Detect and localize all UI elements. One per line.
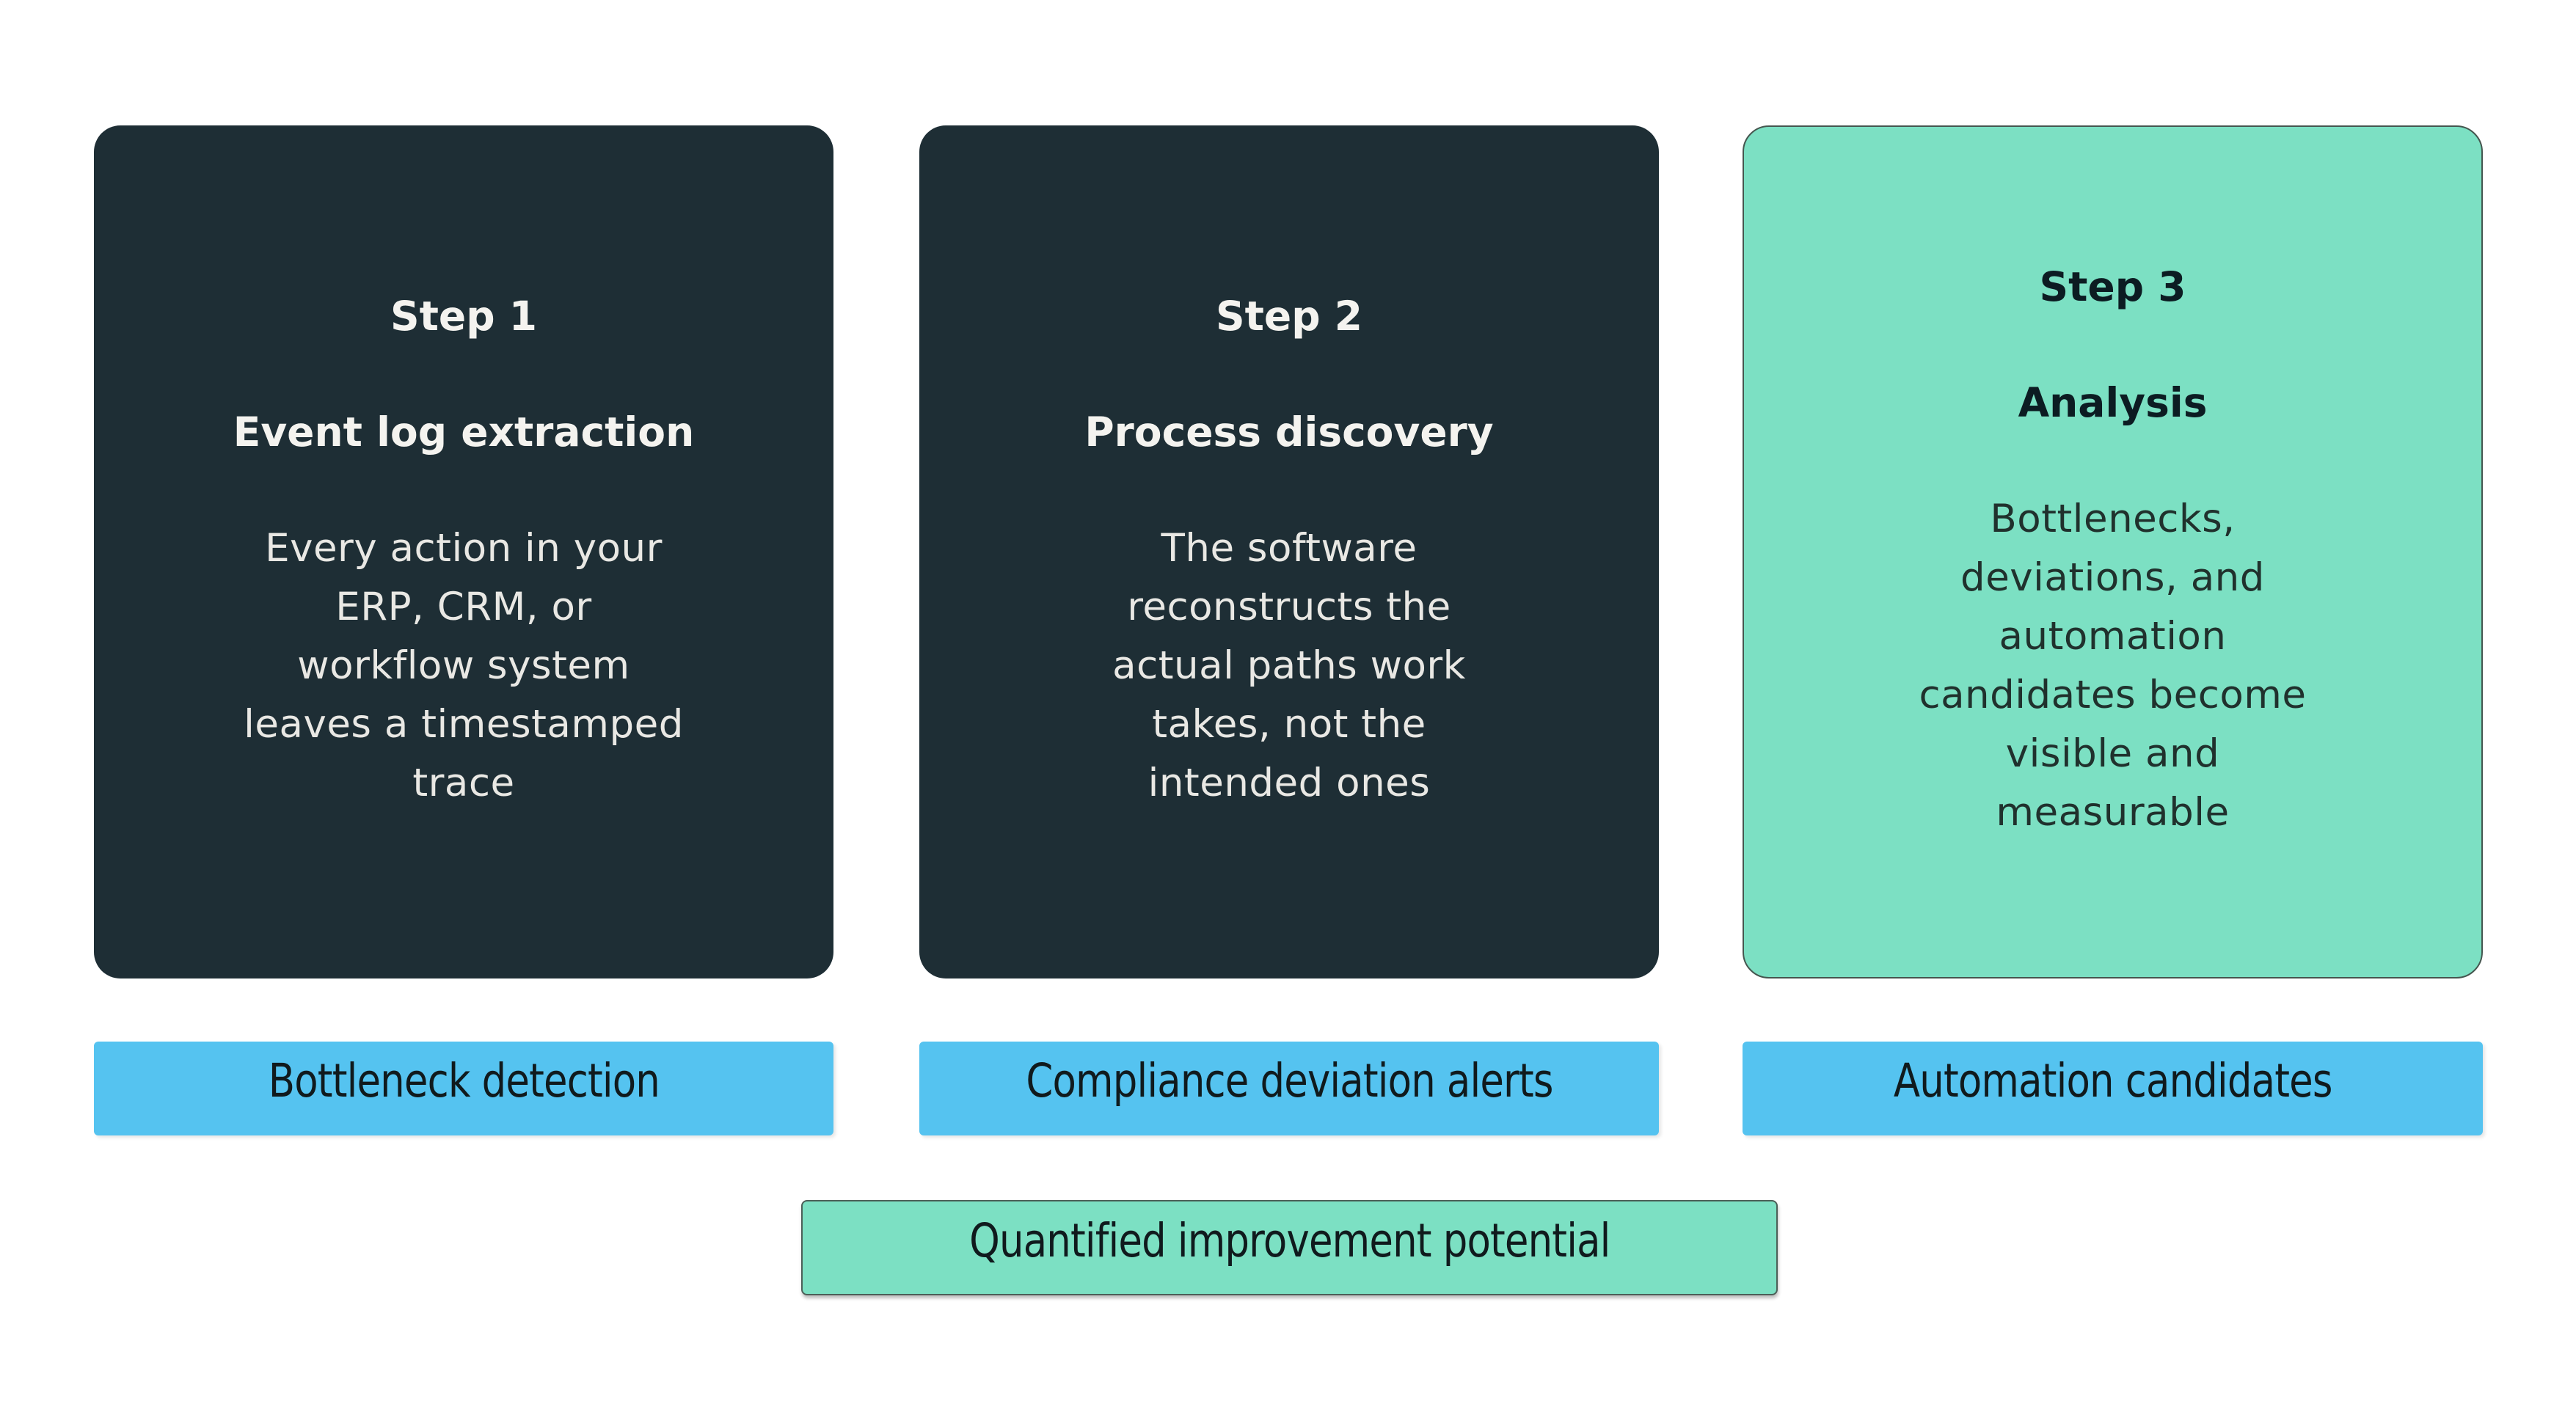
- footer-quantified-improvement: Quantified improvement potential: [801, 1200, 1778, 1295]
- step-2-label: Step 2: [1216, 292, 1362, 340]
- step-1-label: Step 1: [390, 292, 537, 340]
- step-card-2: Step 2 Process discovery The software re…: [919, 125, 1659, 978]
- tag-automation-candidates: Automation candidates: [1743, 1042, 2483, 1135]
- step-2-description: The software reconstructs the actual pat…: [1112, 525, 1466, 805]
- tag-1-label: Bottleneck detection: [268, 1053, 660, 1108]
- tag-bottleneck-detection: Bottleneck detection: [94, 1042, 833, 1135]
- step-1-title: Event log extraction: [233, 408, 695, 456]
- step-card-3: Step 3 Analysis Bottlenecks, deviations,…: [1743, 125, 2483, 978]
- step-3-title: Analysis: [2018, 378, 2208, 426]
- step-3-description: Bottlenecks, deviations, and automation …: [1919, 496, 2307, 835]
- step-2-title: Process discovery: [1084, 408, 1494, 456]
- step-1-description: Every action in your ERP, CRM, or workfl…: [244, 525, 684, 805]
- step-3-label: Step 3: [2039, 263, 2186, 310]
- step-card-1: Step 1 Event log extraction Every action…: [94, 125, 833, 978]
- footer-label-text: Quantified improvement potential: [968, 1213, 1610, 1267]
- tag-3-label: Automation candidates: [1893, 1053, 2332, 1108]
- tag-2-label: Compliance deviation alerts: [1025, 1053, 1553, 1108]
- tag-compliance-deviation-alerts: Compliance deviation alerts: [919, 1042, 1659, 1135]
